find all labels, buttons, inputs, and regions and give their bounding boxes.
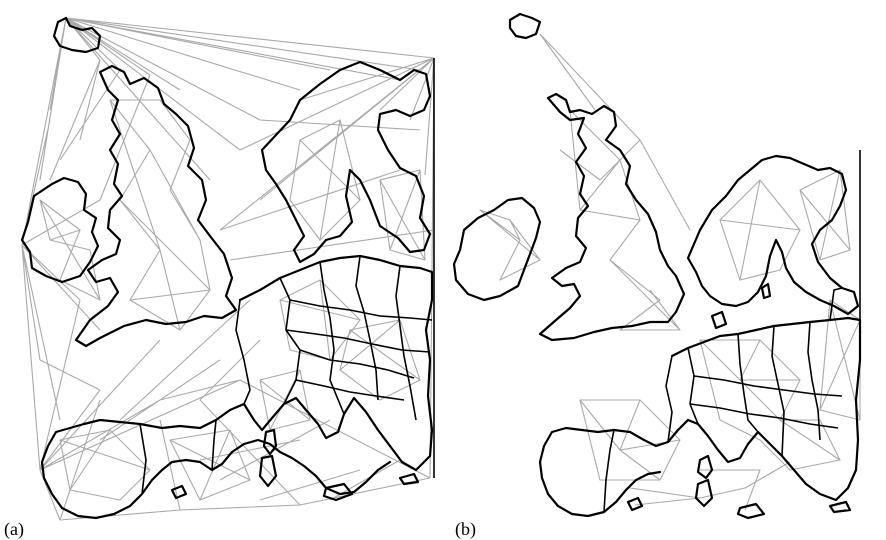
panel-b-iceland — [508, 12, 542, 40]
panel-b-country-borders — [603, 287, 843, 513]
panel-a-scandinavia — [260, 60, 432, 264]
panel-a-map — [20, 16, 435, 521]
panel-a-continental-europe — [40, 254, 434, 520]
panel-b-map — [452, 12, 862, 520]
panel-b-great-britain — [538, 92, 686, 342]
panel-b-corsica — [696, 454, 714, 480]
panel-a-sardinia — [258, 454, 278, 488]
panel-b-ireland — [452, 196, 542, 302]
panel-a-great-britain — [74, 64, 238, 348]
panel-a-country-borders — [139, 255, 433, 495]
panel-a-balearic — [170, 484, 188, 500]
panel-b-balearic — [626, 496, 644, 512]
panel-a-iceland — [52, 16, 102, 54]
panel-b-label: (b) — [455, 519, 476, 539]
panel-b-continental-europe — [538, 316, 862, 518]
panel-b-sparse-triangulation — [479, 33, 861, 511]
panel-b-sicily — [736, 502, 766, 520]
panel-b-danish-islands — [710, 310, 728, 330]
panel-b-scandinavia — [686, 154, 860, 316]
panel-b-crete — [828, 500, 852, 514]
panel-a-sicily — [322, 482, 354, 502]
panel-a-corsica — [262, 428, 278, 456]
panel-a-ireland — [20, 176, 100, 284]
panel-b-sardinia — [694, 478, 714, 508]
panel-a-label: (a) — [4, 519, 24, 539]
panel-b-gotland — [760, 282, 772, 300]
panel-a-crete — [398, 472, 420, 486]
panel-a-hull-triangulation — [21, 17, 435, 521]
